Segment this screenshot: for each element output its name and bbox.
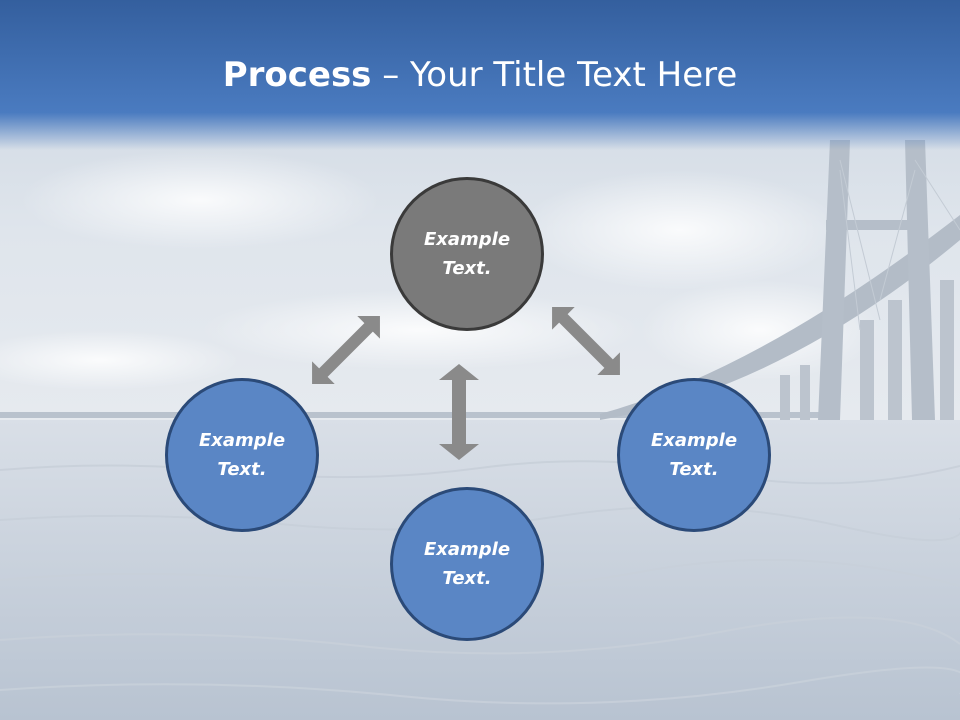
- node-top-label: Example Text.: [423, 229, 511, 279]
- node-left-label: Example Text.: [198, 430, 286, 480]
- node-right[interactable]: Example Text.: [617, 378, 771, 532]
- arrow-top-left: [312, 316, 380, 384]
- node-top[interactable]: Example Text.: [390, 177, 544, 331]
- slide-title: Process – Your Title Text Here: [0, 52, 960, 98]
- node-left[interactable]: Example Text.: [165, 378, 319, 532]
- arrow-top-right: [552, 307, 620, 375]
- arrow-vertical: [439, 364, 479, 460]
- node-bottom[interactable]: Example Text.: [390, 487, 544, 641]
- title-bold-part: Process: [222, 55, 372, 95]
- node-right-label: Example Text.: [650, 430, 738, 480]
- node-bottom-label: Example Text.: [423, 539, 511, 589]
- title-rest-part: – Your Title Text Here: [371, 55, 738, 95]
